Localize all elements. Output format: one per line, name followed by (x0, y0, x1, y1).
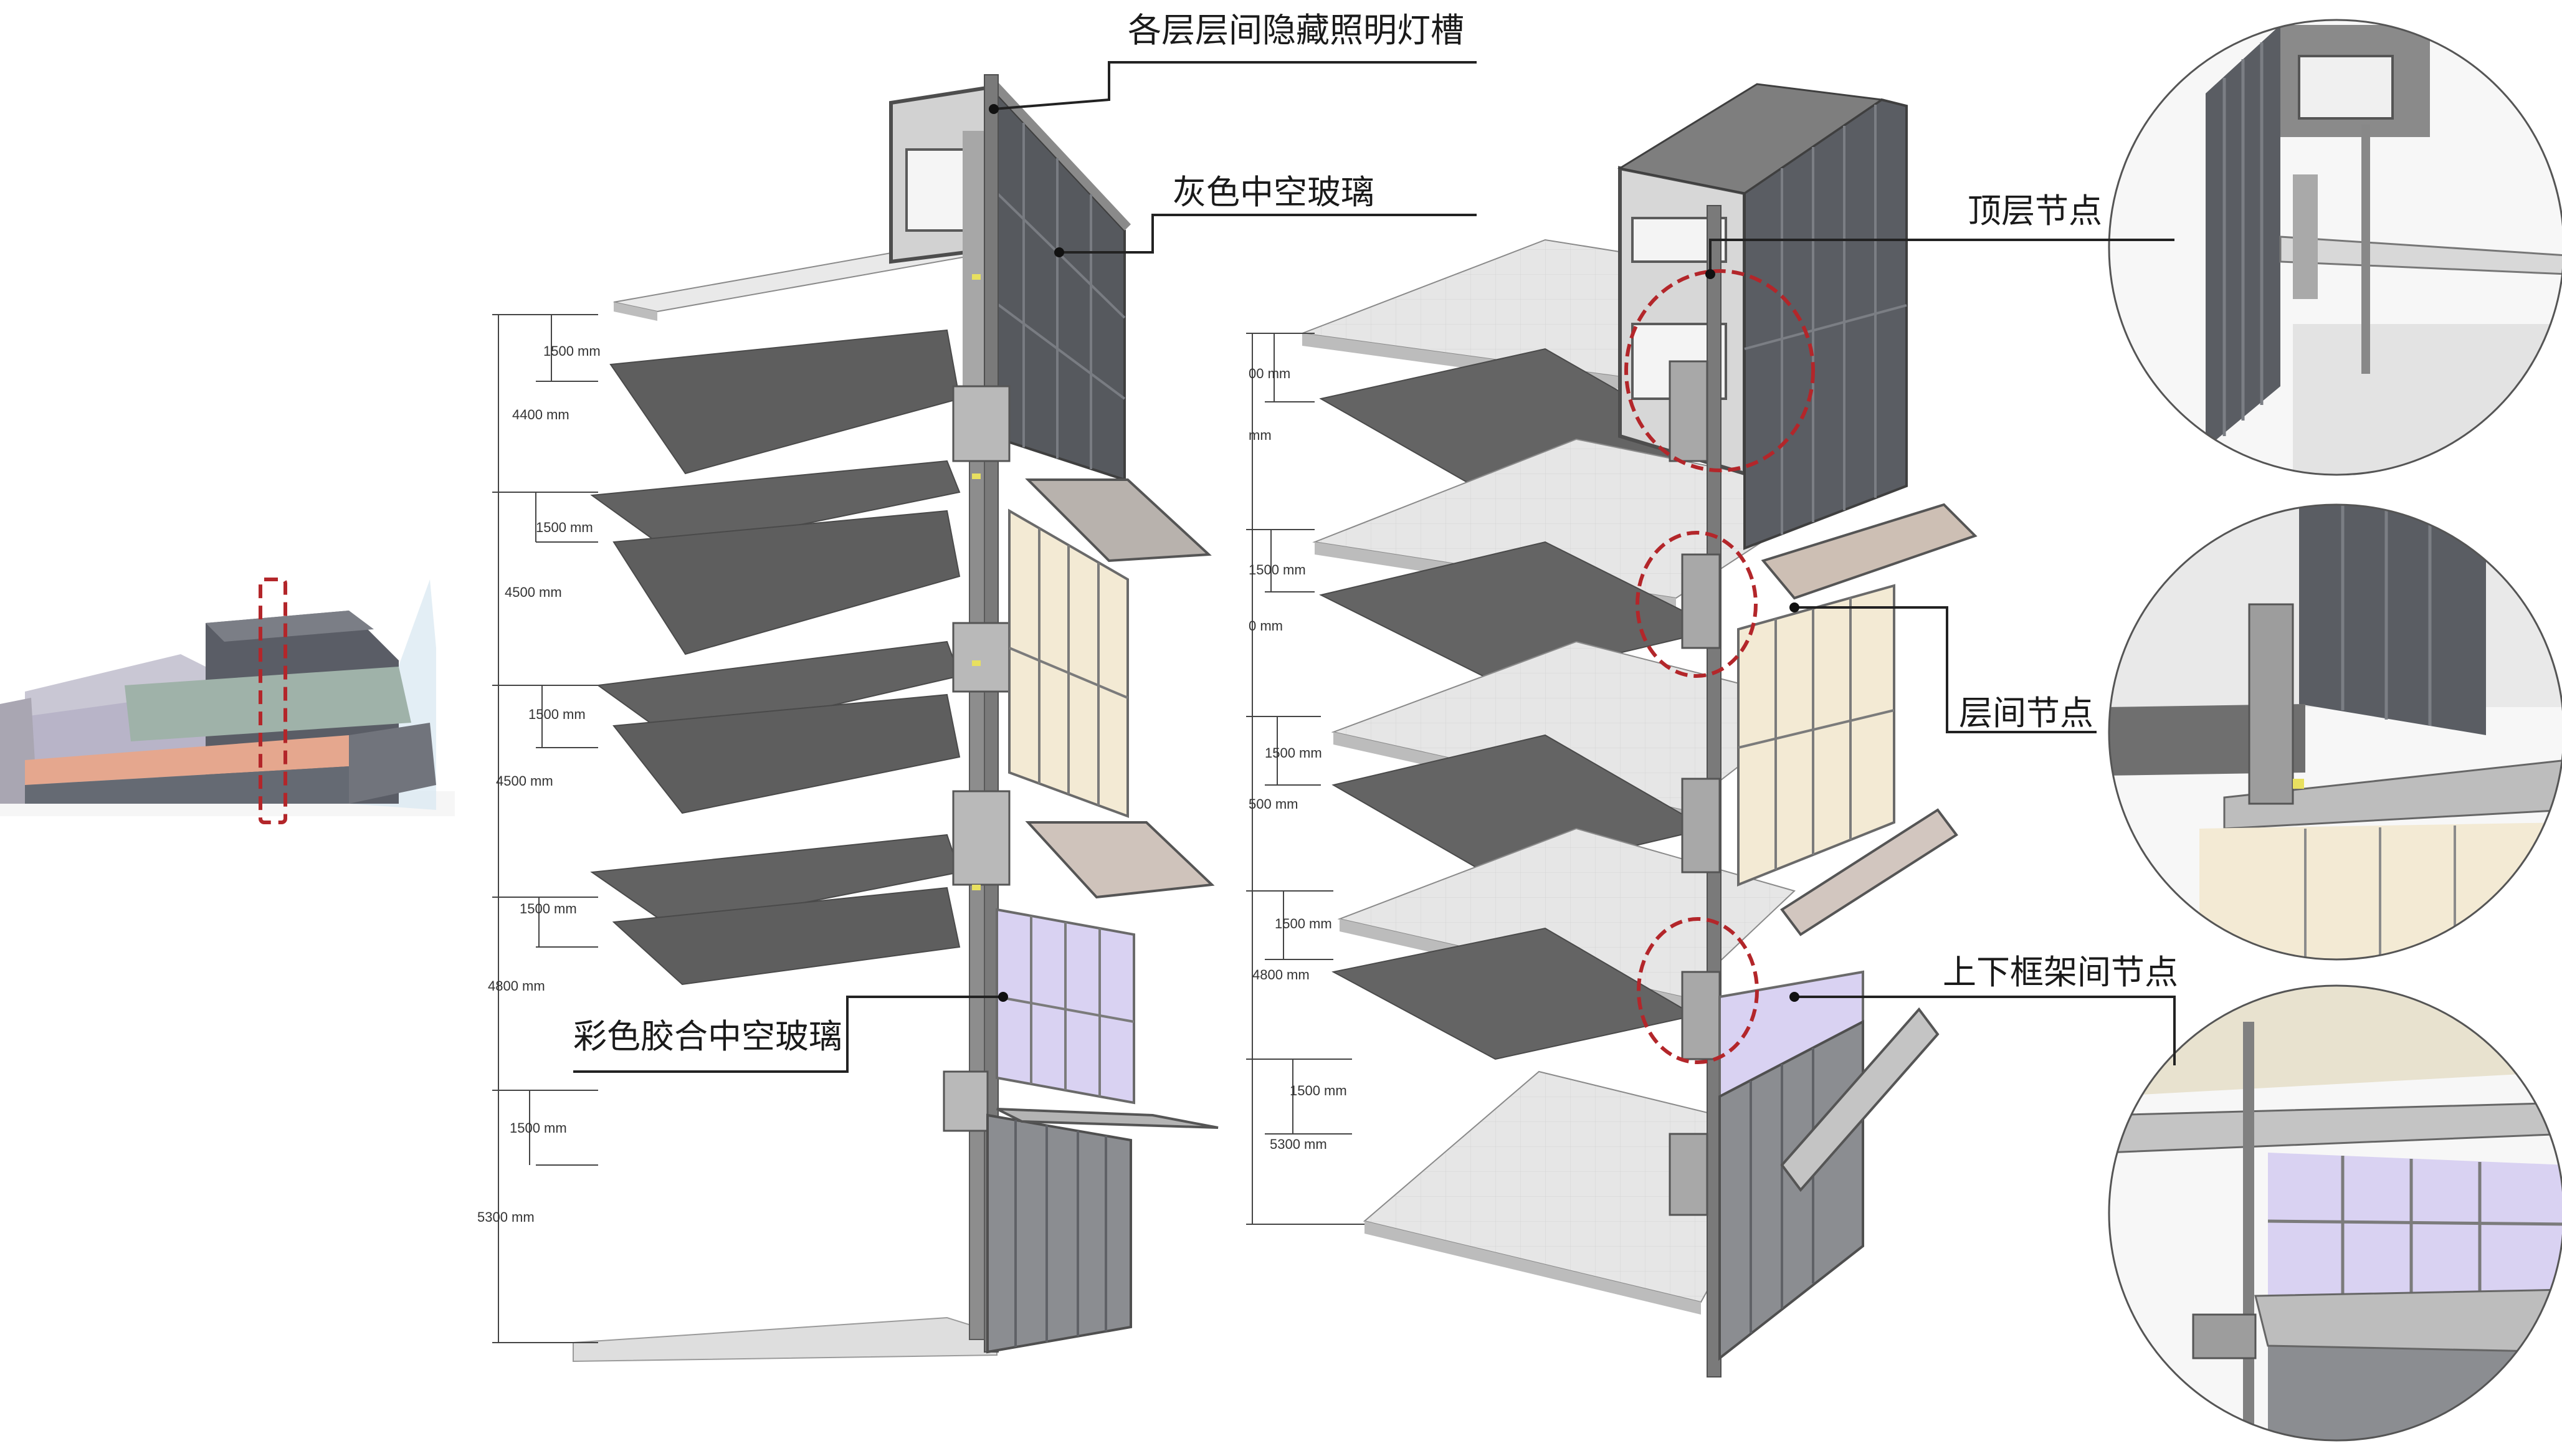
label-gray-glass: 灰色中空玻璃 (1173, 173, 1374, 212)
dim-left-3: 1500 mm (536, 520, 593, 535)
detail-circle-top (2108, 19, 2562, 476)
left-section-model (573, 74, 1219, 1363)
dim-right-4: 0 mm (1249, 618, 1283, 634)
leader-lines (573, 61, 2176, 1073)
dim-left-8: 4800 mm (488, 978, 545, 994)
dim-left-9: 1500 mm (510, 1120, 567, 1136)
leader-dots (989, 104, 1799, 1002)
dim-right-3: 1500 mm (1249, 562, 1306, 578)
label-top-node: 顶层节点 (1968, 191, 2102, 231)
dim-right-2: mm (1249, 427, 1272, 443)
dim-right-8: 4800 mm (1252, 967, 1310, 983)
dim-right-5: 1500 mm (1265, 745, 1322, 761)
dim-right-9: 1500 mm (1290, 1083, 1347, 1098)
detail-circle-floor (2108, 503, 2562, 961)
left-dimension-chain (492, 314, 598, 1343)
label-floor-node: 层间节点 (1959, 693, 2093, 733)
dim-left-5: 1500 mm (528, 707, 586, 722)
callout-circles (1624, 269, 1815, 1064)
label-frame-node: 上下框架间节点 (1943, 953, 2178, 992)
dim-left-4: 4500 mm (505, 584, 562, 600)
dim-left-1: 1500 mm (543, 343, 601, 359)
dim-left-7: 1500 mm (520, 901, 577, 916)
dim-left-6: 4500 mm (496, 773, 553, 789)
dim-right-6: 500 mm (1249, 796, 1298, 812)
building-thumbnail (0, 578, 455, 824)
dim-left-10: 5300 mm (477, 1209, 535, 1225)
label-colored-glass: 彩色胶合中空玻璃 (573, 1017, 842, 1056)
right-dimension-chain (1246, 333, 1364, 1225)
right-section-model (1302, 83, 1978, 1377)
dim-left-2: 4400 mm (512, 407, 569, 422)
dim-right-10: 5300 mm (1270, 1136, 1327, 1152)
dim-right-7: 1500 mm (1275, 916, 1332, 931)
dim-right-1: 00 mm (1249, 366, 1291, 381)
label-lighting-slot: 各层层间隐藏照明灯槽 (1128, 11, 1464, 50)
